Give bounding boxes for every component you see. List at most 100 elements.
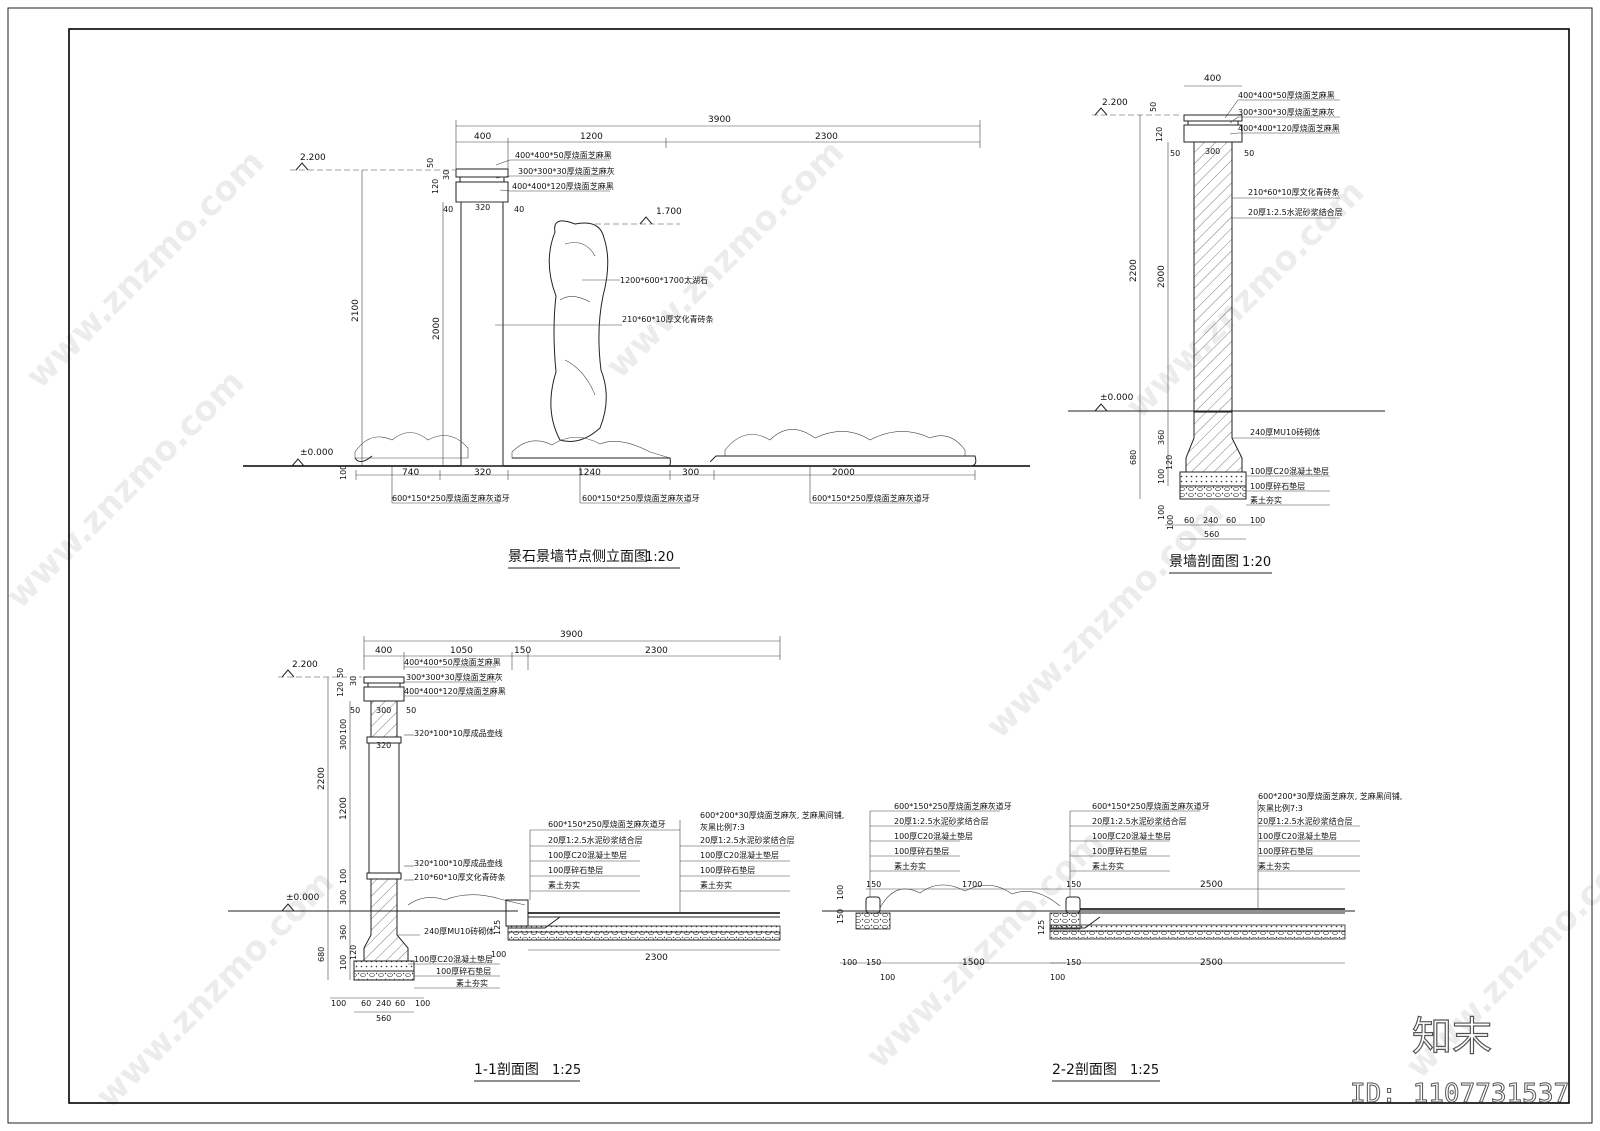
svg-text:150: 150 bbox=[514, 646, 531, 656]
svg-text:2000: 2000 bbox=[1157, 265, 1167, 288]
svg-text:100: 100 bbox=[339, 869, 348, 884]
svg-text:100厚C20混凝土垫层: 100厚C20混凝土垫层 bbox=[894, 831, 973, 841]
svg-text:1050: 1050 bbox=[450, 646, 473, 656]
svg-text:100厚C20混凝土垫层: 100厚C20混凝土垫层 bbox=[1250, 466, 1329, 476]
svg-text:60: 60 bbox=[1184, 516, 1194, 525]
svg-text:100: 100 bbox=[1166, 515, 1175, 530]
svg-text:20厚1:2.5水泥砂浆结合层: 20厚1:2.5水泥砂浆结合层 bbox=[1092, 816, 1187, 826]
svg-text:素土夯实: 素土夯实 bbox=[1258, 861, 1290, 871]
svg-text:www.znzmo.com: www.znzmo.com bbox=[598, 132, 852, 386]
svg-text:100厚C20混凝土垫层: 100厚C20混凝土垫层 bbox=[700, 850, 779, 860]
svg-text:240厚MU10砖砌体: 240厚MU10砖砌体 bbox=[424, 926, 494, 936]
svg-text:2.200: 2.200 bbox=[292, 660, 318, 670]
svg-text:150: 150 bbox=[866, 880, 881, 889]
svg-text:1700: 1700 bbox=[962, 880, 982, 889]
svg-text:300: 300 bbox=[339, 890, 348, 905]
svg-text:120: 120 bbox=[1165, 455, 1174, 470]
svg-text:1:25: 1:25 bbox=[552, 1063, 581, 1078]
svg-text:±0.000: ±0.000 bbox=[300, 448, 334, 458]
svg-text:120: 120 bbox=[336, 682, 345, 697]
svg-text:560: 560 bbox=[1204, 530, 1219, 539]
svg-text:2000: 2000 bbox=[832, 468, 855, 478]
svg-text:360: 360 bbox=[339, 925, 348, 940]
svg-text:2500: 2500 bbox=[1200, 880, 1223, 890]
svg-text:320*100*10厚成品壶线: 320*100*10厚成品壶线 bbox=[414, 728, 503, 738]
svg-text:100: 100 bbox=[1157, 469, 1166, 484]
view2-title: 景墙剖面图 bbox=[1169, 554, 1239, 570]
svg-text:50: 50 bbox=[406, 706, 416, 715]
svg-text:±0.000: ±0.000 bbox=[1100, 393, 1134, 403]
svg-text:300*300*30厚烧面芝麻灰: 300*300*30厚烧面芝麻灰 bbox=[406, 672, 503, 682]
view2-wall-section: 400 50 120 50 300 50 2.200 ±0.000 2200 2… bbox=[1068, 74, 1385, 574]
svg-text:60: 60 bbox=[1226, 516, 1236, 525]
svg-text:40: 40 bbox=[443, 205, 453, 214]
drawing-border bbox=[68, 28, 1570, 1104]
brand-logo: 知末 bbox=[1412, 1014, 1492, 1060]
svg-text:300: 300 bbox=[376, 706, 391, 715]
svg-text:20厚1:2.5水泥砂浆结合层: 20厚1:2.5水泥砂浆结合层 bbox=[548, 835, 643, 845]
svg-text:320: 320 bbox=[474, 468, 491, 478]
svg-text:50: 50 bbox=[1170, 149, 1180, 158]
svg-text:300*300*30厚烧面芝麻灰: 300*300*30厚烧面芝麻灰 bbox=[1238, 107, 1335, 117]
svg-text:1:20: 1:20 bbox=[1242, 555, 1271, 570]
svg-text:100: 100 bbox=[331, 999, 346, 1008]
brand-watermark: 知末 ID: 1107731537 bbox=[1350, 1013, 1570, 1109]
svg-text:125: 125 bbox=[1037, 920, 1046, 935]
taihu-rock bbox=[548, 220, 609, 442]
svg-text:400*400*50厚烧面芝麻黑: 400*400*50厚烧面芝麻黑 bbox=[1238, 90, 1335, 100]
svg-text:210*60*10厚文化青砖条: 210*60*10厚文化青砖条 bbox=[1248, 187, 1340, 197]
svg-text:560: 560 bbox=[376, 1014, 391, 1023]
svg-text:600*150*250厚烧面芝麻灰道牙: 600*150*250厚烧面芝麻灰道牙 bbox=[1092, 801, 1210, 811]
svg-text:400*400*50厚烧面芝麻黑: 400*400*50厚烧面芝麻黑 bbox=[404, 657, 501, 667]
svg-text:1200: 1200 bbox=[339, 797, 349, 820]
svg-text:40: 40 bbox=[514, 205, 524, 214]
svg-text:120: 120 bbox=[349, 945, 358, 960]
svg-text:www.znzmo.com: www.znzmo.com bbox=[978, 492, 1232, 746]
svg-text:60: 60 bbox=[395, 999, 405, 1008]
svg-text:100: 100 bbox=[842, 958, 857, 967]
svg-text:2000: 2000 bbox=[432, 317, 442, 340]
svg-text:680: 680 bbox=[1129, 450, 1138, 465]
svg-text:2200: 2200 bbox=[1129, 259, 1139, 282]
svg-text:www.znzmo.com: www.znzmo.com bbox=[858, 822, 1112, 1076]
svg-text:100厚碎石垫层: 100厚碎石垫层 bbox=[1258, 846, 1313, 856]
svg-text:1200*600*1700太湖石: 1200*600*1700太湖石 bbox=[620, 275, 708, 285]
svg-text:50: 50 bbox=[1244, 149, 1254, 158]
svg-text:600*150*250厚烧面芝麻灰道牙: 600*150*250厚烧面芝麻灰道牙 bbox=[894, 801, 1012, 811]
svg-text:600*200*30厚烧面芝麻灰, 芝麻黑间铺,: 600*200*30厚烧面芝麻灰, 芝麻黑间铺, bbox=[1258, 791, 1402, 801]
svg-text:300*300*30厚烧面芝麻灰: 300*300*30厚烧面芝麻灰 bbox=[518, 166, 615, 176]
svg-text:100厚C20混凝土垫层: 100厚C20混凝土垫层 bbox=[1092, 831, 1171, 841]
svg-text:100: 100 bbox=[1157, 505, 1166, 520]
svg-text:60: 60 bbox=[361, 999, 371, 1008]
svg-text:素土夯实: 素土夯实 bbox=[548, 880, 580, 890]
svg-text:www.znzmo.com: www.znzmo.com bbox=[18, 142, 272, 396]
svg-text:100厚碎石垫层: 100厚碎石垫层 bbox=[700, 865, 755, 875]
svg-text:100: 100 bbox=[1050, 973, 1065, 982]
svg-text:3900: 3900 bbox=[560, 630, 583, 640]
svg-text:30: 30 bbox=[349, 676, 358, 686]
svg-text:2.200: 2.200 bbox=[1102, 98, 1128, 108]
svg-text:300: 300 bbox=[1205, 147, 1220, 156]
svg-text:100: 100 bbox=[1250, 516, 1265, 525]
svg-text:30: 30 bbox=[442, 170, 451, 180]
svg-text:100厚碎石垫层: 100厚碎石垫层 bbox=[894, 846, 949, 856]
svg-text:150: 150 bbox=[866, 958, 881, 967]
svg-text:400: 400 bbox=[375, 646, 392, 656]
svg-text:50: 50 bbox=[426, 158, 435, 168]
view3-section-1-1: 3900 400 1050 150 2300 2.200 ±0.000 400*… bbox=[228, 630, 844, 1082]
svg-text:100厚C20混凝土垫层: 100厚C20混凝土垫层 bbox=[548, 850, 627, 860]
svg-text:100厚碎石垫层: 100厚碎石垫层 bbox=[1250, 481, 1305, 491]
svg-text:240: 240 bbox=[1203, 516, 1218, 525]
svg-text:1240: 1240 bbox=[578, 468, 601, 478]
svg-text:320*100*10厚成品壶线: 320*100*10厚成品壶线 bbox=[414, 858, 503, 868]
svg-text:400*400*120厚烧面芝麻黑: 400*400*120厚烧面芝麻黑 bbox=[404, 686, 506, 696]
svg-text:100厚碎石垫层: 100厚碎石垫层 bbox=[548, 865, 603, 875]
svg-text:100: 100 bbox=[339, 465, 348, 480]
svg-text:素土夯实: 素土夯实 bbox=[456, 978, 488, 988]
svg-text:素土夯实: 素土夯实 bbox=[1250, 495, 1282, 505]
svg-text:680: 680 bbox=[317, 947, 326, 962]
svg-text:120: 120 bbox=[1155, 127, 1164, 142]
svg-text:www.znzmo.com: www.znzmo.com bbox=[0, 362, 252, 616]
svg-text:2200: 2200 bbox=[317, 767, 327, 790]
view4-section-2-2: 100 150 150 1700 100 150 1500 100 150 25… bbox=[822, 791, 1402, 1082]
